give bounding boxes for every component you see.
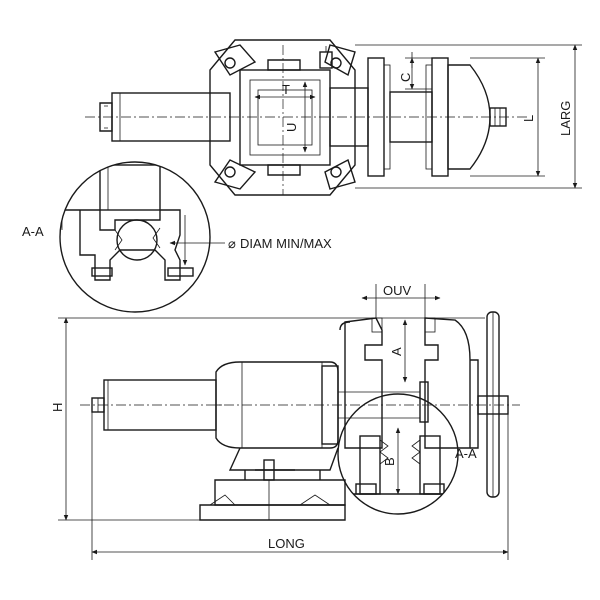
section-detail-side (337, 393, 459, 515)
label-C: C (398, 73, 413, 82)
label-A: A (389, 347, 404, 356)
label-diam-symbol: ⌀ (228, 236, 236, 251)
label-U: U (284, 123, 299, 132)
label-LARG: LARG (558, 101, 573, 136)
label-B: B (382, 457, 397, 466)
side-view (58, 284, 520, 560)
label-T: T (282, 82, 290, 97)
label-H: H (50, 403, 65, 412)
label-section-top: A-A (22, 224, 44, 239)
label-L: L (521, 115, 536, 122)
label-section-side: A-A (455, 446, 477, 461)
label-OUV: OUV (383, 283, 412, 298)
label-diam: DIAM MIN/MAX (240, 236, 332, 251)
section-detail-top (59, 161, 225, 313)
top-view (85, 39, 582, 196)
label-LONG: LONG (268, 536, 305, 551)
